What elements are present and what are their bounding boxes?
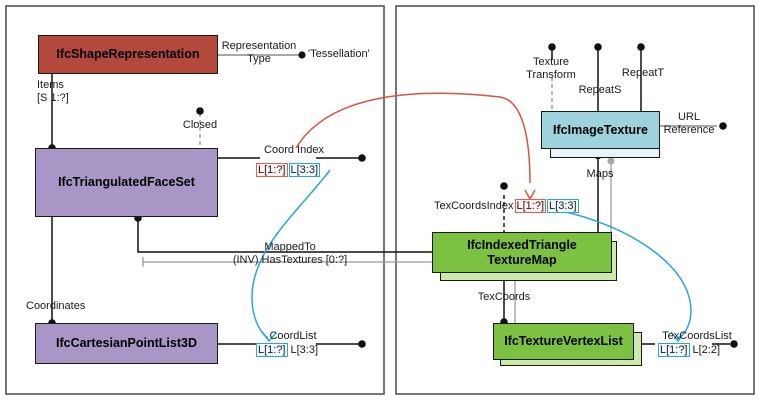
dot-coord-list	[358, 340, 366, 348]
constraint-arrow-blue-right	[670, 331, 686, 343]
entity-label: IfcShapeRepresentation	[56, 47, 200, 62]
entity-ifctexturevertexlist[interactable]: IfcTextureVertexList	[493, 323, 634, 360]
label-has-textures: (INV) HasTextures [0:?]	[232, 254, 348, 266]
aggregate-coord-list-outer: L[1:?]	[255, 343, 288, 357]
label-repeat-t: RepeatT	[621, 67, 665, 79]
dot-coord-index	[358, 154, 366, 162]
label-tex-coords: TexCoords	[477, 291, 531, 303]
label-representation-type-value: 'Tessellation'	[308, 48, 370, 60]
label-mapped-to: MappedTo	[264, 241, 316, 253]
aggregate-coord-list: L[1:?] L[3:3]	[255, 343, 320, 357]
entity-ifctriangulatedfaceset[interactable]: IfcTriangulatedFaceSet	[35, 148, 218, 217]
constraint-arrow-blue-left	[261, 331, 277, 343]
label-url-line1: URL	[677, 111, 701, 123]
label-coord-list: CoordList	[269, 330, 317, 342]
label-representation-type-line1: Representation	[221, 40, 297, 52]
label-items-line1: Items	[37, 79, 64, 91]
constraint-arc-red	[295, 92, 531, 184]
label-texture-transform-line1: Texture	[532, 56, 570, 68]
aggregate-tex-coords-index-outer: L[1:?]	[514, 199, 547, 213]
aggregate-coord-index: L[1:?] L[3:3]	[255, 163, 321, 177]
dot-maps-inverse	[607, 157, 615, 165]
dot-url-reference	[719, 122, 727, 130]
aggregate-coord-list-inner: L[3:3]	[290, 344, 319, 356]
label-url-reference: URL Reference	[664, 111, 715, 136]
label-items-line2: [S 1:?]	[37, 91, 69, 104]
dot-closed	[196, 107, 204, 115]
label-url-line2: Reference	[663, 123, 715, 136]
aggregate-tex-coords-index-inner: L[3:3]	[547, 199, 579, 213]
dot-tex-coords-index	[500, 182, 508, 190]
entity-label: IfcTriangulatedFaceSet	[58, 175, 195, 190]
label-tex-coords-list: TexCoordsList	[662, 330, 732, 342]
left-frame	[5, 5, 385, 395]
dot-repeat-t	[637, 43, 645, 51]
aggregate-tex-coords-list-inner: L[2:2]	[692, 344, 721, 356]
aggregate-tex-coords-list: L[1:?] L[2:2]	[657, 343, 722, 357]
entity-ifcindexedtriangletexturemap[interactable]: IfcIndexedTriangle TextureMap	[432, 232, 612, 273]
label-repeat-s: RepeatS	[578, 84, 622, 96]
dot-tex-coords-list	[730, 340, 738, 348]
label-items: Items [S 1:?]	[37, 79, 69, 104]
label-tex-coords-index: TexCoordsIndex	[434, 200, 514, 212]
label-representation-type: Representation Type	[222, 40, 297, 65]
entity-label: IfcTextureVertexList	[504, 334, 623, 349]
label-texture-transform-line2: Transform	[526, 68, 576, 81]
label-coord-index: Coord Index	[264, 144, 324, 156]
label-maps: Maps	[586, 168, 614, 180]
aggregate-coord-index-outer: L[1:?]	[255, 163, 288, 177]
right-frame	[395, 5, 755, 395]
entity-ifcimagetexture[interactable]: IfcImageTexture	[541, 111, 660, 149]
constraint-arc-blue-left	[251, 169, 331, 339]
entity-label: IfcCartesianPointList3D	[55, 336, 197, 351]
entity-label: IfcImageTexture	[553, 122, 648, 137]
aggregate-tex-coords-index: TexCoordsIndex L[1:?] L[3:3]	[434, 199, 579, 213]
aggregate-coord-index-inner: L[3:3]	[288, 163, 321, 177]
entity-ifccartesianpointlist3d[interactable]: IfcCartesianPointList3D	[35, 323, 218, 364]
label-representation-type-line2: Type	[247, 52, 271, 65]
dot-representation-type	[298, 51, 306, 59]
entity-label-line2: TextureMap	[487, 252, 557, 267]
dot-repeat-s	[594, 43, 602, 51]
label-closed: Closed	[182, 119, 218, 131]
constraint-arrow-red	[524, 189, 536, 201]
entity-label-line1: IfcIndexedTriangle	[467, 238, 577, 253]
edge-mapped-to	[137, 218, 432, 253]
entity-ifcshaperepresentation[interactable]: IfcShapeRepresentation	[38, 35, 218, 74]
aggregate-tex-coords-list-outer: L[1:?]	[657, 343, 690, 357]
label-texture-transform: Texture Transform	[526, 56, 576, 81]
label-coordinates: Coordinates	[26, 300, 86, 312]
